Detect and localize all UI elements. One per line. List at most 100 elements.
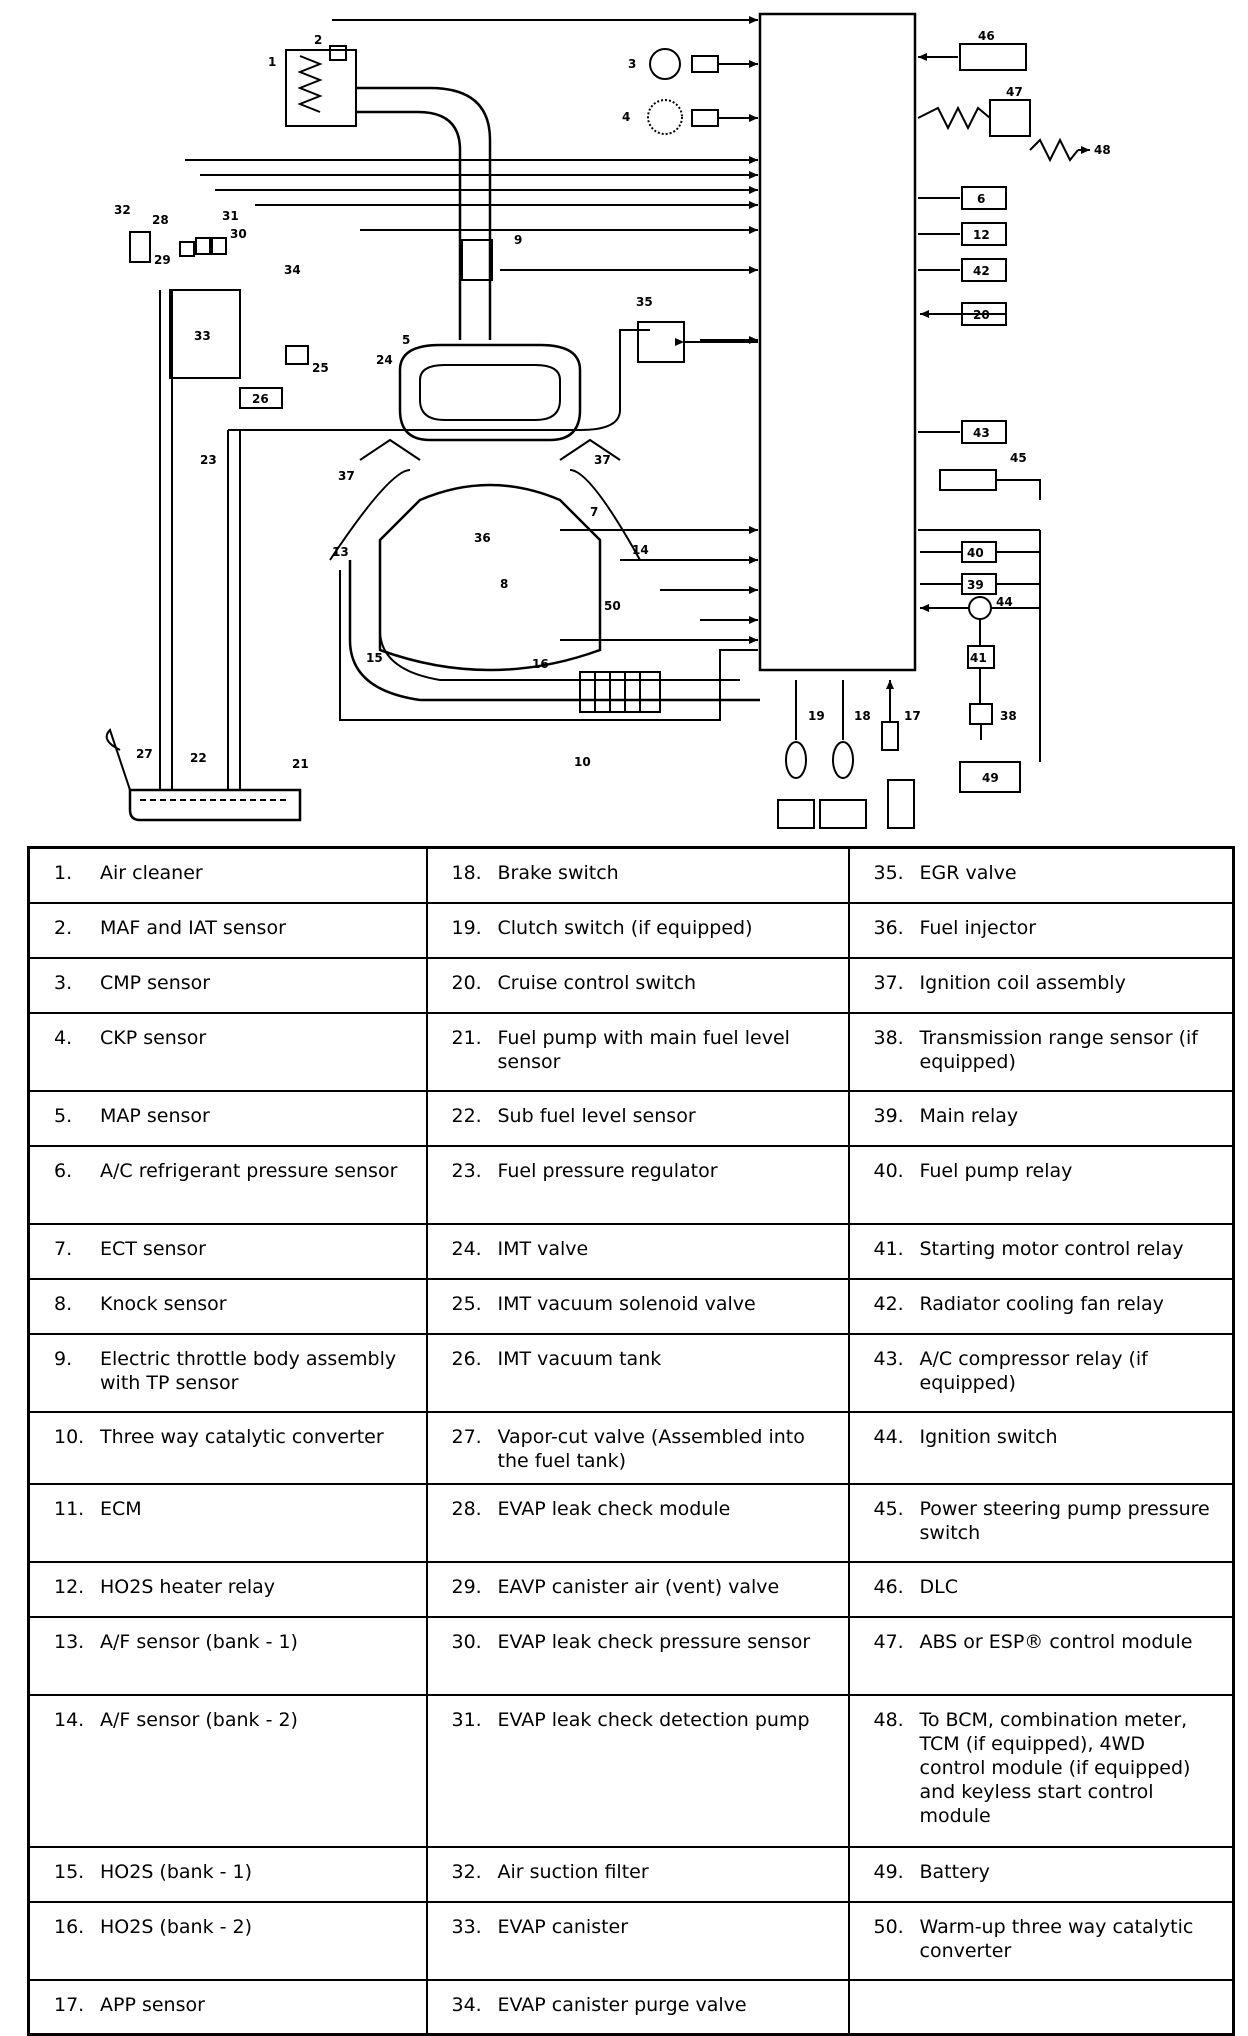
- callout-23: 23: [200, 453, 217, 467]
- legend-item-number: 38.: [873, 1026, 904, 1049]
- legend-cell: 6.A/C refrigerant pressure sensor: [27, 1144, 428, 1225]
- legend-item-label: EVAP leak check module: [497, 1497, 731, 1520]
- legend-cell: 47. ABS or ESP® control module: [847, 1615, 1235, 1696]
- callout-7: 7: [590, 505, 598, 519]
- legend-row: 2.MAF and IAT sensor 19. Clutch switch (if…: [27, 901, 1235, 959]
- legend-cell: 2.MAF and IAT sensor: [27, 901, 428, 959]
- callout-8: 8: [500, 577, 508, 591]
- legend-cell: 39.Main relay: [847, 1089, 1235, 1147]
- legend-cell: 38.Transmission range sensor (if equippe…: [847, 1011, 1235, 1092]
- legend-cell: 44. Ignition switch: [847, 1410, 1235, 1485]
- legend-item-number: 47.: [873, 1630, 904, 1653]
- callout-12: 12: [973, 228, 990, 242]
- legend-cell: 21.Fuel pump with main fuel level sensor: [425, 1011, 850, 1092]
- legend-item-label: Clutch switch (if equipped): [497, 916, 753, 939]
- legend-item-label: A/F sensor (bank - 1): [100, 1630, 298, 1653]
- legend-cell: 11.ECM: [27, 1482, 428, 1563]
- legend-item-number: 25.: [451, 1292, 482, 1315]
- legend-row: 14. A/F sensor (bank - 2) 31. EVAP leak che…: [27, 1693, 1235, 1848]
- legend-item-label: Starting motor control relay: [919, 1237, 1184, 1260]
- callout-43: 43: [973, 426, 990, 440]
- legend-item-label: A/F sensor (bank - 2): [100, 1708, 298, 1731]
- legend-item-label: Ignition switch: [919, 1425, 1058, 1448]
- box-6: [961, 186, 1007, 210]
- dlc-connector: [959, 43, 1027, 71]
- legend-cell: 3.CMP sensor: [27, 956, 428, 1014]
- legend-item-number: 22.: [451, 1104, 482, 1127]
- legend-cell: 32.Air suction filter: [425, 1845, 850, 1903]
- legend-item-label: HO2S heater relay: [100, 1575, 276, 1598]
- callout-30: 30: [230, 227, 247, 241]
- air-cleaner: [285, 49, 357, 127]
- callout-26: 26: [252, 392, 269, 406]
- legend-item-label: Fuel pump relay: [919, 1159, 1073, 1182]
- callout-6: 6: [977, 192, 985, 206]
- legend-item-label: EVAP leak check detection pump: [497, 1708, 810, 1731]
- callout-19: 19: [808, 709, 825, 723]
- legend-cell: 4.CKP sensor: [27, 1011, 428, 1092]
- callout-37-right: 37: [594, 453, 611, 467]
- legend-item-number: 1.: [54, 862, 73, 884]
- callout-49: 49: [982, 771, 999, 785]
- callout-31: 31: [222, 209, 239, 223]
- legend-item-number: 27.: [451, 1425, 482, 1448]
- legend-item-number: 11.: [54, 1497, 85, 1520]
- legend-cell: 18.Brake switch: [425, 846, 850, 904]
- legend-item-number: 19.: [451, 916, 482, 939]
- legend-item-number: 48.: [873, 1708, 904, 1731]
- legend-cell: 7.ECT sensor: [27, 1222, 428, 1280]
- legend-cell: 34.EVAP canister purge valve: [425, 1978, 850, 2036]
- legend-item-number: 14.: [54, 1708, 85, 1731]
- legend-item-number: 18.: [451, 862, 482, 884]
- legend-item-number: 45.: [873, 1497, 904, 1520]
- catalytic-converter: [579, 671, 661, 713]
- legend-item-number: 40.: [873, 1159, 904, 1182]
- legend-cell: 23.Fuel pressure regulator: [425, 1144, 850, 1225]
- callout-18: 18: [854, 709, 871, 723]
- callout-24: 24: [376, 353, 393, 367]
- legend-cell: 26.IMT vacuum tank: [425, 1332, 850, 1413]
- legend-cell: 31. EVAP leak check detection pump: [425, 1693, 850, 1848]
- legend-item-number: 41.: [873, 1237, 904, 1260]
- legend-item-number: 34.: [451, 1993, 482, 2016]
- legend-cell: 19. Clutch switch (if equipped): [425, 901, 850, 959]
- legend-cell: 35.EGR valve: [847, 846, 1235, 904]
- callout-39: 39: [967, 578, 984, 592]
- ignition-switch: [968, 596, 992, 620]
- callout-10: 10: [574, 755, 591, 769]
- box-43: [961, 420, 1007, 444]
- ecm-box: [758, 12, 917, 672]
- legend-cell: 49.Battery: [847, 1845, 1235, 1903]
- callout-17: 17: [904, 709, 921, 723]
- legend-item-number: 50.: [873, 1915, 904, 1938]
- legend-item-label: IMT vacuum tank: [497, 1347, 662, 1370]
- legend-item-number: 31.: [451, 1708, 482, 1731]
- legend-item-number: 35.: [873, 862, 904, 884]
- callout-9: 9: [514, 233, 522, 247]
- legend-item-number: 39.: [873, 1104, 904, 1127]
- legend-cell: 43.A/C compressor relay (if equipped): [847, 1332, 1235, 1413]
- legend-item-label: ABS or ESP® control module: [919, 1630, 1193, 1653]
- legend-cell: 24.IMT valve: [425, 1222, 850, 1280]
- legend-cell: 27.Vapor-cut valve (Assembled into the f…: [425, 1410, 850, 1485]
- callout-13: 13: [332, 545, 349, 559]
- legend-cell: 48.To BCM, combination meter, TCM (if eq…: [847, 1693, 1235, 1848]
- legend-item-number: 44.: [873, 1425, 904, 1448]
- legend-item-number: 12.: [54, 1575, 85, 1598]
- callout-44: 44: [996, 595, 1013, 609]
- legend-cell: 16.HO2S (bank - 2): [27, 1900, 428, 1981]
- legend-cell: 29.EAVP canister air (vent) valve: [425, 1560, 850, 1618]
- legend-cell: 41. Starting motor control relay: [847, 1222, 1235, 1280]
- evap-canister: [169, 289, 241, 379]
- legend-item-number: 17.: [54, 1993, 85, 2016]
- legend-item-label: Sub fuel level sensor: [497, 1104, 696, 1127]
- engine-block: [378, 483, 602, 672]
